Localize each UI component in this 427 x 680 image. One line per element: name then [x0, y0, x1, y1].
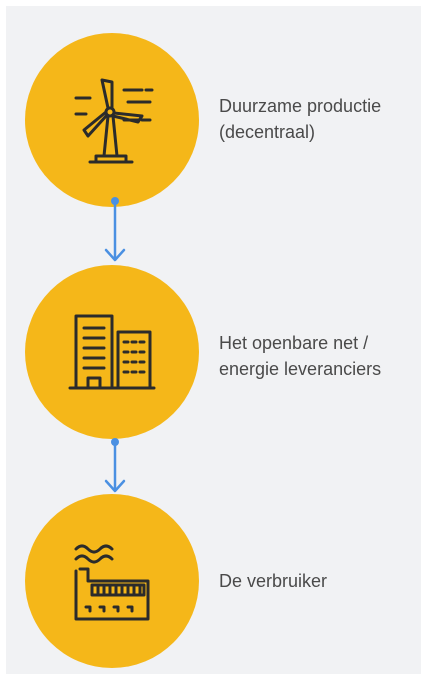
step-circle-grid	[25, 265, 199, 439]
label-line: Duurzame productie	[219, 96, 382, 116]
flow-arrow	[104, 438, 126, 493]
label-line: energie leveranciers	[219, 359, 382, 379]
office-buildings-icon	[68, 314, 156, 390]
flow-arrow	[104, 197, 126, 262]
wind-turbine-icon	[74, 78, 154, 164]
factory-icon	[74, 544, 150, 621]
step-circle-consumer	[25, 494, 199, 668]
step-label-production: Duurzame productie (decentraal)	[219, 93, 381, 145]
label-line: (decentraal)	[219, 122, 316, 142]
step-label-consumer: De verbruiker	[219, 568, 327, 594]
step-label-grid: Het openbare net / energie leveranciers	[219, 330, 381, 382]
step-circle-production	[25, 33, 199, 207]
label-line: Het openbare net /	[219, 333, 369, 353]
label-line: De verbruiker	[219, 571, 328, 591]
